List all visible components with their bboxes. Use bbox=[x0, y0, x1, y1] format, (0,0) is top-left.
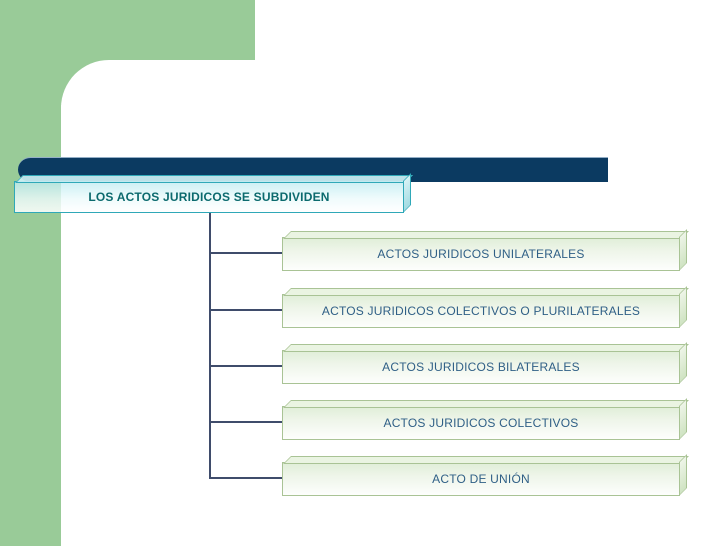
diagram-node: ACTOS JURIDICOS COLECTIVOS O PLURILATERA… bbox=[282, 294, 680, 328]
diagram-node: ACTOS JURIDICOS UNILATERALES bbox=[282, 237, 680, 271]
diagram-node-label: ACTOS JURIDICOS COLECTIVOS O PLURILATERA… bbox=[321, 304, 641, 318]
diagram-node-label: ACTOS JURIDICOS UNILATERALES bbox=[377, 247, 585, 261]
connector-branch bbox=[209, 421, 282, 423]
connector-branch bbox=[209, 477, 282, 479]
diagram-node-label: ACTOS JURIDICOS COLECTIVOS bbox=[383, 416, 579, 430]
connector-branch bbox=[209, 365, 282, 367]
connector-branch bbox=[209, 252, 282, 254]
diagram-node: ACTO DE UNIÓN bbox=[282, 462, 680, 496]
heading-label: LOS ACTOS JURIDICOS SE SUBDIVIDEN bbox=[88, 190, 330, 204]
diagram-node: ACTOS JURIDICOS BILATERALES bbox=[282, 350, 680, 384]
connector-branch bbox=[209, 309, 282, 311]
connector-trunk bbox=[209, 213, 211, 479]
diagram-node: ACTOS JURIDICOS COLECTIVOS bbox=[282, 406, 680, 440]
diagram-node-label: ACTOS JURIDICOS BILATERALES bbox=[382, 360, 580, 374]
diagram-node-label: ACTO DE UNIÓN bbox=[432, 472, 530, 486]
heading-box: LOS ACTOS JURIDICOS SE SUBDIVIDEN bbox=[14, 181, 404, 213]
